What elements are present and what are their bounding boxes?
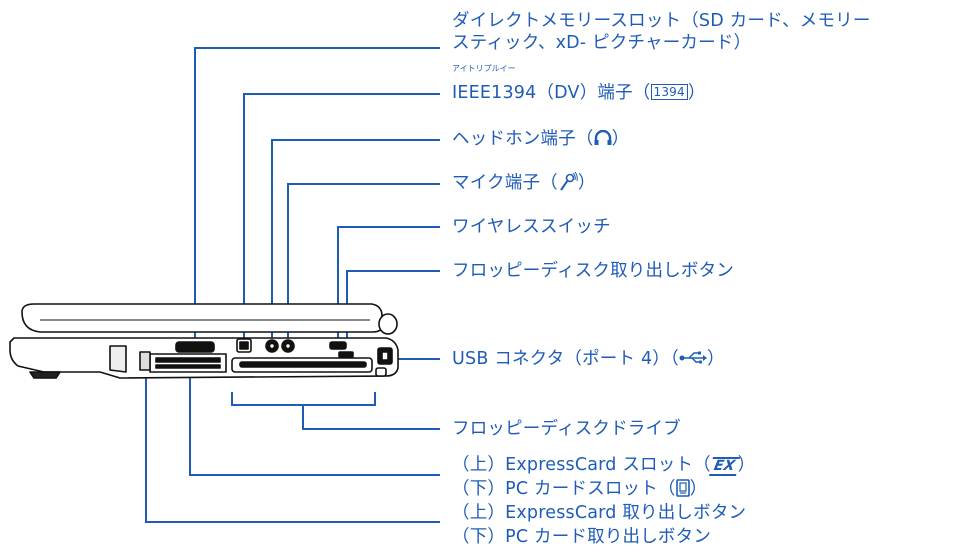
label-floppy-drive: フロッピーディスクドライブ — [452, 419, 681, 439]
memory-card-slot — [175, 341, 215, 353]
label-text: （下）PC カードスロット（ — [452, 479, 676, 499]
card-eject-button-shape — [139, 351, 151, 371]
label-suffix: ） — [689, 479, 708, 499]
label-suffix: ） — [687, 83, 706, 103]
label-text: IEEE1394（DV）端子（ — [452, 83, 651, 103]
front-bevel — [109, 345, 127, 373]
label-direct-memory-slot: ダイレクトメモリースロット（SD カード、メモリー スティック、xD- ピクチャ… — [452, 10, 871, 54]
label-suffix: ） — [706, 349, 725, 369]
leader-expresscard-slot — [189, 378, 440, 476]
label-line: スティック、xD- ピクチャーカード） — [452, 33, 752, 53]
laptop-foot — [29, 371, 61, 379]
label-headphone: ヘッドホン端子（ ） — [452, 128, 629, 150]
label-mic: マイク端子（ ） — [452, 171, 596, 194]
pc-card-icon — [675, 479, 690, 497]
laptop-lid — [21, 303, 383, 333]
leader-mic — [287, 183, 440, 342]
wireless-switch-shape — [329, 341, 347, 350]
expresscard-icon: EX — [708, 457, 740, 476]
usb-icon — [679, 351, 707, 364]
label-text: USB コネクタ（ポート 4）（ — [452, 349, 679, 369]
headphone-icon — [594, 129, 612, 145]
label-line: ダイレクトメモリースロット（SD カード、メモリー — [452, 11, 871, 31]
leader-direct-memory-slot — [194, 47, 440, 342]
label-floppy-eject: フロッピーディスク取り出しボタン — [452, 261, 734, 281]
label-text: ヘッドホン端子（ — [452, 129, 594, 149]
label-expresscard-eject: （上）ExpressCard 取り出しボタン — [452, 503, 747, 523]
floppy-eject-shape — [338, 351, 354, 358]
label-text: マイク端子（ — [452, 173, 558, 193]
label-suffix: ） — [611, 129, 630, 149]
leader-expresscard-eject — [145, 362, 440, 523]
hinge-knob — [378, 313, 398, 335]
label-suffix: ） — [577, 173, 596, 193]
ruby-ieee1394: アイトリプルイー — [452, 64, 516, 73]
microphone-icon — [560, 171, 578, 191]
label-ieee1394: IEEE1394（DV）端子（1394） — [452, 82, 706, 104]
ieee1394-icon: 1394 — [650, 84, 688, 100]
label-wireless-switch: ワイヤレススイッチ — [452, 217, 611, 237]
leader-ieee1394 — [243, 93, 440, 342]
label-expresscard-slot: （上）ExpressCard スロット（EX） — [452, 454, 755, 476]
laptop-side-view — [9, 303, 399, 379]
label-suffix: ） — [737, 455, 756, 475]
leader-floppy-drive-bracket — [231, 392, 440, 430]
leader-headphone — [271, 139, 440, 342]
leader-lines — [145, 47, 440, 523]
label-text: （上）ExpressCard スロット（ — [452, 455, 711, 475]
card-slot-shape — [149, 353, 227, 373]
label-pccard-eject: （下）PC カード取り出しボタン — [452, 527, 712, 547]
label-usb: USB コネクタ（ポート 4）（ ） — [452, 348, 725, 370]
label-pccard-slot: （下）PC カードスロット（ ） — [452, 478, 707, 500]
